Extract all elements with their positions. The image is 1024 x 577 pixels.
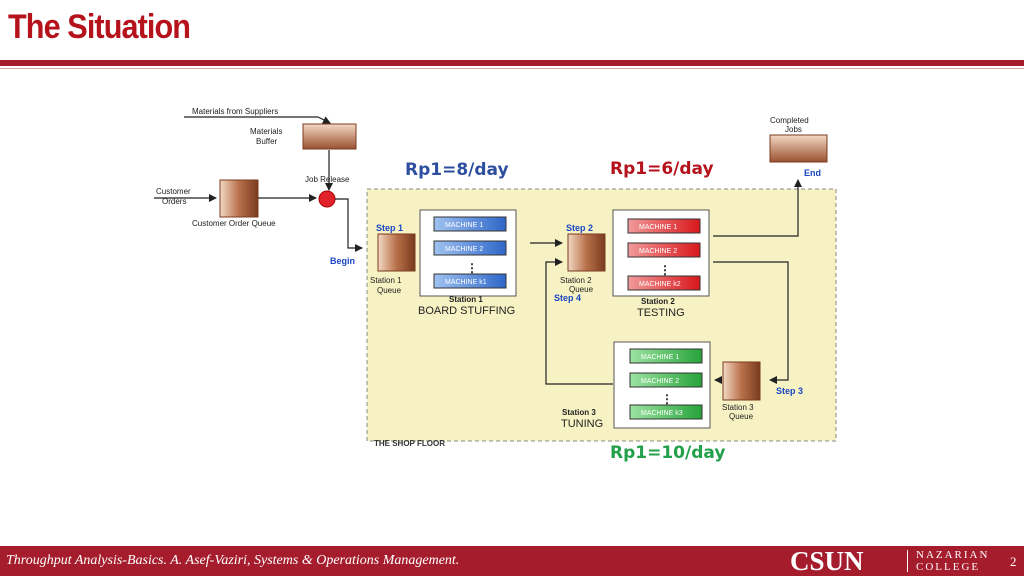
station2-machine-k2 [627,275,701,291]
slide-number: 2 [1010,554,1017,569]
station1-rate: Rp1=8/day [405,160,509,180]
station1-machine-2 [433,240,507,256]
station3-machine-k3-label: MACHINE k3 [641,410,683,417]
station3-name: TUNING [561,418,603,430]
job-release-point [318,190,336,208]
station3-machine-k3 [629,404,703,420]
station1-machine-k1 [433,273,507,289]
end-label: End [804,168,821,178]
materials-buffer-label-1: Materials [250,127,282,136]
csun-logo: CSUN [790,546,864,576]
job-release-label: Job Release [305,175,350,184]
shop-floor-label: THE SHOP FLOOR [374,439,445,448]
station1-queue-icon [377,233,416,272]
begin-label: Begin [330,256,355,266]
station2-queue-label-2: Queue [569,285,594,294]
station3-machine-1 [629,348,703,364]
station3-ellipsis: ⋮ [661,392,673,406]
station3-machine-2-label: MACHINE 2 [641,378,679,385]
footer-bar: Throughput Analysis-Basics. A. Asef-Vazi… [0,546,1024,576]
station1-name: BOARD STUFFING [418,305,515,317]
materials-buffer-label-2: Buffer [256,137,278,146]
station1-queue-label-1: Station 1 [370,276,402,285]
station2-name: TESTING [637,307,685,319]
logo-divider [907,550,908,572]
materials-from-suppliers-label: Materials from Suppliers [192,107,278,116]
nazarian-college-logo: NAZARIAN COLLEGE [916,549,989,573]
completed-jobs-label-1: Completed [770,116,809,125]
footer-citation: Throughput Analysis-Basics. A. Asef-Vazi… [6,553,460,568]
customer-order-queue-icon [219,179,259,218]
station2-machine-k2-label: MACHINE k2 [639,281,681,288]
nazarian-logo-line1: NAZARIAN [916,549,990,561]
station1-label: Station 1 [449,295,483,304]
station1-machine-k1-label: MACHINE k1 [445,279,487,286]
station3-queue-label-2: Queue [729,412,754,421]
station2-machine-2-label: MACHINE 2 [639,248,677,255]
station2-label: Station 2 [641,297,675,306]
station2-machine-2 [627,242,701,258]
station3-machine-1-label: MACHINE 1 [641,354,679,361]
station1-machine-2-label: MACHINE 2 [445,246,483,253]
materials-buffer-icon [302,123,357,150]
station2-machine-1-label: MACHINE 1 [639,224,677,231]
station3-queue-icon [722,361,761,401]
completed-jobs-label-2: Jobs [785,125,802,134]
step4-label: Step 4 [554,293,581,303]
station3-label: Station 3 [562,408,596,417]
nazarian-logo-line2: COLLEGE [916,561,981,573]
title-rule-thin [0,68,1024,69]
step2-label: Step 2 [566,223,593,233]
completed-jobs-icon [769,134,828,163]
station1-machine-1 [433,216,507,232]
station3-rate: Rp1=10/day [610,443,726,463]
station3-machine-2 [629,372,703,388]
station1-ellipsis: ⋮ [466,261,478,275]
station1-machine-1-label: MACHINE 1 [445,222,483,229]
station2-machine-1 [627,218,701,234]
station2-rate: Rp1=6/day [610,159,714,179]
customer-orders-label-1: Customer [156,187,191,196]
customer-orders-label-2: Orders [162,197,186,206]
step3-label: Step 3 [776,386,803,396]
slide-title: The Situation [8,8,191,46]
step1-label: Step 1 [376,223,403,233]
title-rule [0,60,1024,66]
station2-queue-icon [567,233,606,272]
station2-queue-label-1: Station 2 [560,276,592,285]
station3-queue-label-1: Station 3 [722,403,754,412]
customer-order-queue-label: Customer Order Queue [192,219,276,228]
station1-queue-label-2: Queue [377,286,402,295]
station2-ellipsis: ⋮ [659,263,671,277]
